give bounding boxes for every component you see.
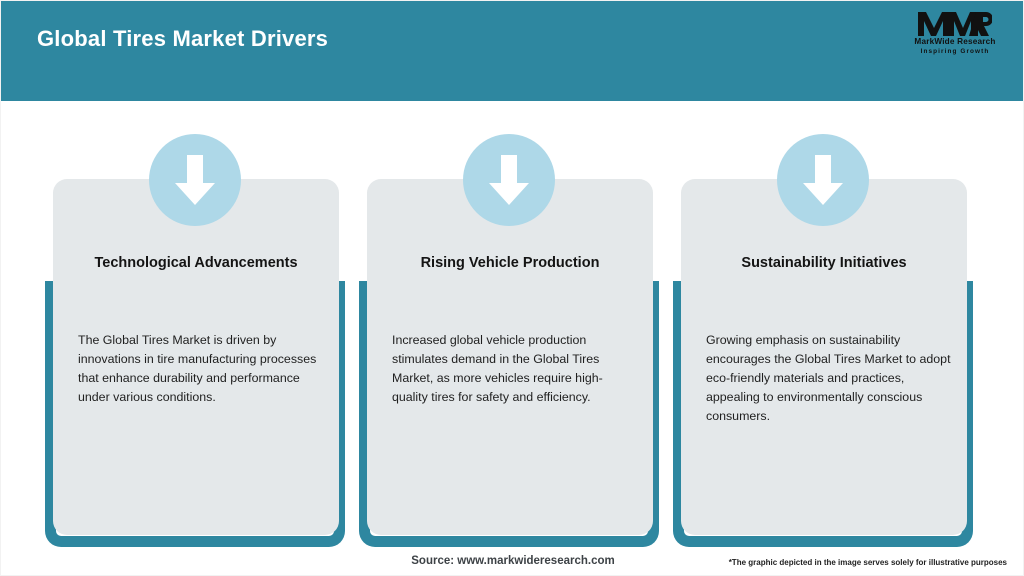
card-panel: Rising Vehicle Production Increased glob…: [367, 179, 653, 535]
arrow-down-icon: [149, 134, 241, 226]
card-accent-frame: [359, 281, 659, 547]
card-panel: Sustainability Initiatives Growing empha…: [681, 179, 967, 535]
logo-mark-icon: [903, 11, 1007, 37]
logo-company-name: MarkWide Research: [914, 37, 996, 46]
disclaimer-label: *The graphic depicted in the image serve…: [728, 558, 1007, 567]
card-body-text: Growing emphasis on sustainability encou…: [706, 333, 951, 423]
company-logo: MarkWide Research Inspiring Growth: [903, 11, 1007, 59]
card-accent-frame: [673, 281, 973, 547]
logo-tagline: Inspiring Growth: [920, 48, 990, 55]
driver-card-3: Sustainability Initiatives Growing empha…: [667, 101, 987, 575]
card-body-text: Increased global vehicle production stim…: [392, 333, 603, 404]
arrow-down-icon: [463, 134, 555, 226]
card-title: Sustainability Initiatives: [741, 255, 907, 271]
driver-card-2: Rising Vehicle Production Increased glob…: [353, 101, 673, 575]
header-bar: Global Tires Market Drivers MarkWide Res…: [1, 1, 1023, 101]
card-title: Technological Advancements: [94, 255, 298, 271]
drivers-card-row: Technological Advancements The Global Ti…: [1, 101, 1023, 575]
card-panel: Technological Advancements The Global Ti…: [53, 179, 339, 535]
arrow-down-icon: [777, 134, 869, 226]
driver-card-1: Technological Advancements The Global Ti…: [39, 101, 359, 575]
card-accent-frame: [45, 281, 345, 547]
page-title: Global Tires Market Drivers: [37, 26, 329, 51]
source-label: Source: www.markwideresearch.com: [411, 555, 615, 567]
card-title: Rising Vehicle Production: [420, 255, 600, 271]
card-body-text: The Global Tires Market is driven by inn…: [78, 333, 317, 404]
